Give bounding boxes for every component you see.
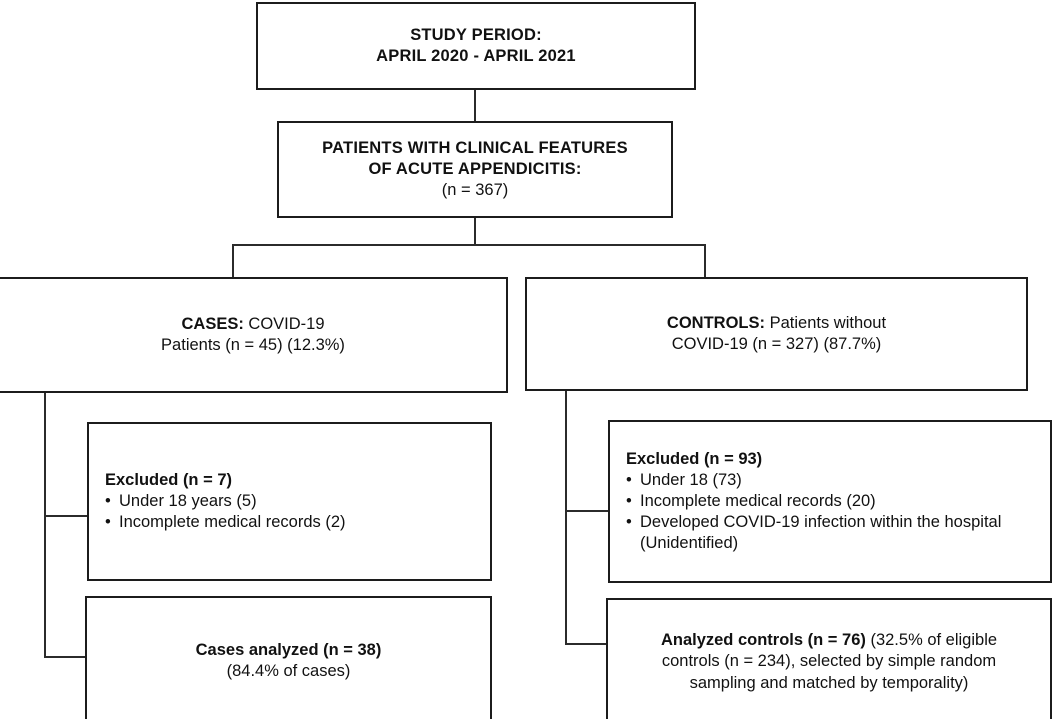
list-item: Incomplete medical records (20) xyxy=(626,491,1040,512)
node-cases: CASES: COVID-19 Patients (n = 45) (12.3%… xyxy=(0,277,508,393)
controls-analyzed-line1: Analyzed controls (n = 76) (32.5% of eli… xyxy=(618,630,1040,651)
controls-analyzed-line2: controls (n = 234), selected by simple r… xyxy=(661,652,997,671)
controls-analyzed-line3: sampling and matched by temporality) xyxy=(689,673,969,692)
cases-label: CASES: xyxy=(181,314,244,333)
eligible-line2: OF ACUTE APPENDICITIS: xyxy=(368,159,582,178)
cases-line1-rest: COVID-19 xyxy=(243,314,325,333)
controls-excluded-heading: Excluded (n = 93) xyxy=(626,449,763,468)
controls-line2: COVID-19 (n = 327) (87.7%) xyxy=(671,335,882,353)
controls-line1-rest: Patients without xyxy=(765,313,887,332)
controls-analyzed-rest: (32.5% of eligible xyxy=(865,631,998,650)
controls-excluded-bullet-list: Under 18 (73) Incomplete medical records… xyxy=(626,470,1040,554)
node-controls: CONTROLS: Patients without COVID-19 (n =… xyxy=(525,277,1028,391)
list-item-text: Developed COVID-19 infection within the … xyxy=(640,513,1002,532)
node-cases-analyzed: Cases analyzed (n = 38) (84.4% of cases) xyxy=(85,596,492,719)
cases-excluded-heading: Excluded (n = 7) xyxy=(105,470,232,489)
connector-cases-to-excluded xyxy=(44,515,89,517)
node-eligible-patients: PATIENTS WITH CLINICAL FEATURES OF ACUTE… xyxy=(277,121,673,218)
list-item: Incomplete medical records (2) xyxy=(105,512,480,533)
eligible-line1: PATIENTS WITH CLINICAL FEATURES xyxy=(322,138,628,157)
cases-line1: CASES: COVID-19 xyxy=(10,314,496,335)
connector-split-left-drop xyxy=(232,244,234,277)
connector-split-right-drop xyxy=(704,244,706,277)
connector-split-bar xyxy=(232,244,706,246)
study-period-line2: APRIL 2020 - APRIL 2021 xyxy=(376,47,576,65)
connector-cases-to-analyzed xyxy=(44,656,87,658)
connector-controls-to-analyzed xyxy=(565,643,610,645)
node-controls-analyzed: Analyzed controls (n = 76) (32.5% of eli… xyxy=(606,598,1052,719)
cases-line2: Patients (n = 45) (12.3%) xyxy=(161,336,345,354)
controls-label: CONTROLS: xyxy=(666,313,765,332)
list-item: Under 18 years (5) xyxy=(105,491,480,512)
node-controls-excluded: Excluded (n = 93) Under 18 (73) Incomple… xyxy=(608,420,1052,583)
list-item-continuation: (Unidentified) xyxy=(640,534,739,553)
connector-controls-to-excluded xyxy=(565,510,610,512)
list-item: Developed COVID-19 infection within the … xyxy=(626,512,1040,554)
node-study-period: STUDY PERIOD: APRIL 2020 - APRIL 2021 xyxy=(256,2,696,90)
cases-analyzed-line1: Cases analyzed (n = 38) xyxy=(195,640,382,659)
node-cases-excluded: Excluded (n = 7) Under 18 years (5) Inco… xyxy=(87,422,492,581)
list-item: Under 18 (73) xyxy=(626,470,1040,491)
connector-cases-trunk xyxy=(44,392,46,658)
cases-analyzed-line2: (84.4% of cases) xyxy=(226,662,351,680)
connector-controls-trunk xyxy=(565,390,567,645)
connector-study-to-eligible xyxy=(474,89,476,121)
controls-analyzed-bold: Analyzed controls (n = 76) xyxy=(660,631,866,650)
study-period-line1: STUDY PERIOD: xyxy=(410,25,542,44)
eligible-count: (n = 367) xyxy=(441,181,509,200)
cases-excluded-bullet-list: Under 18 years (5) Incomplete medical re… xyxy=(105,491,480,533)
connector-eligible-down xyxy=(474,217,476,245)
controls-line1: CONTROLS: Patients without xyxy=(537,313,1016,334)
